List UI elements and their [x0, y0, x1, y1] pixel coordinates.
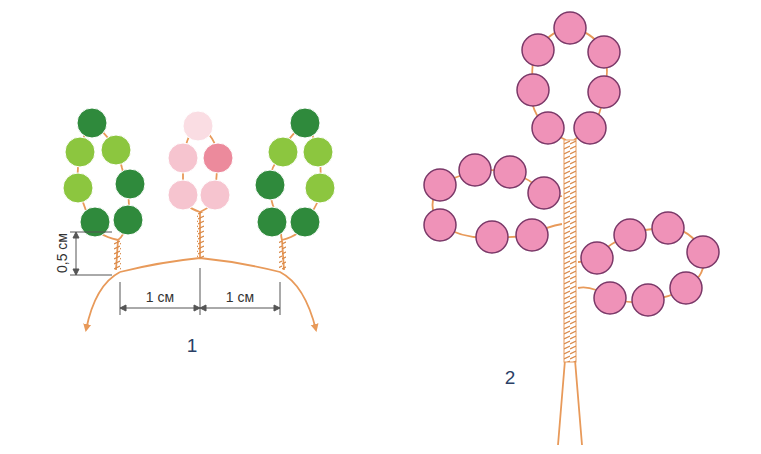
twist — [279, 240, 286, 270]
dimension-label: 1 см — [144, 290, 176, 304]
dimension-lines — [70, 232, 280, 315]
beads-1 — [63, 108, 335, 237]
wire-2 — [433, 28, 704, 445]
twist — [197, 212, 204, 258]
wire-1 — [78, 123, 321, 330]
twisted-stem — [564, 140, 576, 362]
dimension-label: 1 см — [224, 290, 256, 304]
figure-number: 1 — [187, 336, 198, 355]
dimension-label: 0,5 см — [55, 231, 69, 275]
twist — [114, 240, 121, 270]
beads-2 — [424, 12, 719, 316]
figure-number: 2 — [505, 368, 516, 387]
twisted-stem — [564, 140, 576, 362]
